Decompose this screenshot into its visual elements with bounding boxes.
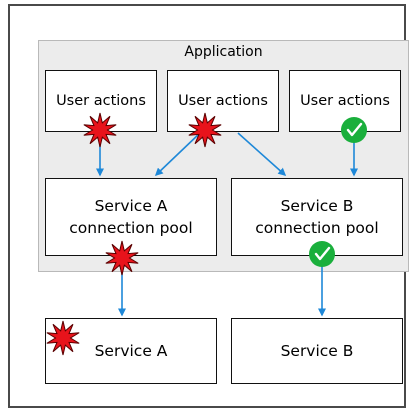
service-b-box: Service B (231, 318, 403, 384)
red-star-burst-icon (83, 112, 117, 148)
green-checkmark-icon (341, 117, 367, 143)
red-star-burst-icon (46, 320, 80, 356)
service-a-label: Service A (94, 342, 168, 360)
user-actions-label-1: User actions (56, 93, 146, 109)
service-a-connection-pool: Service A connection pool (45, 178, 217, 256)
arrow-user-actions-2-to-pool-b (237, 132, 287, 176)
user-actions-label-3: User actions (300, 93, 390, 109)
green-checkmark-icon (309, 241, 335, 267)
service-b-pool-label: Service B connection pool (255, 197, 379, 237)
arrow-user-actions-2-to-pool-a (154, 132, 201, 177)
user-actions-box-2: User actions (167, 70, 279, 132)
service-a-pool-label: Service A connection pool (69, 197, 193, 237)
red-star-burst-icon (188, 112, 222, 148)
service-b-label: Service B (280, 342, 354, 360)
user-actions-label-2: User actions (178, 93, 268, 109)
application-label: Application (184, 44, 263, 60)
service-a-box: Service A (45, 318, 217, 384)
red-star-burst-icon (105, 240, 139, 276)
